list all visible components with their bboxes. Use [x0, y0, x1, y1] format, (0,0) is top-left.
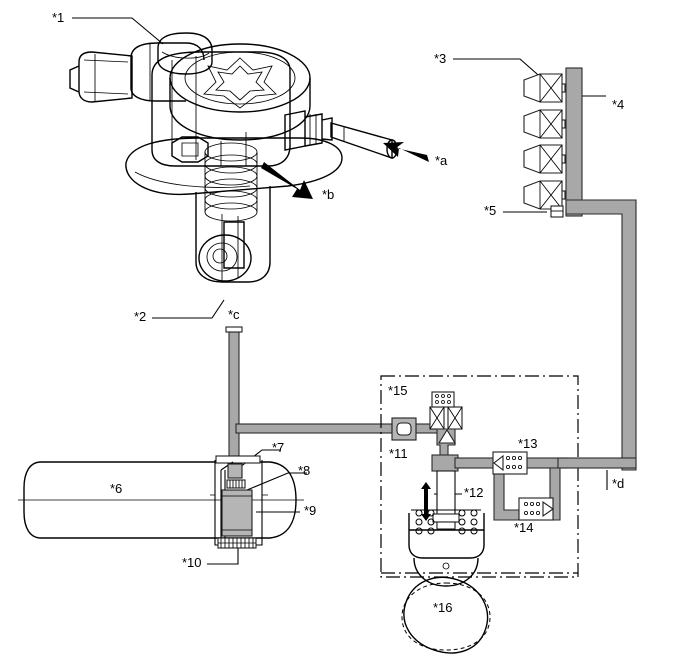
callout-14: *14	[514, 520, 534, 535]
camshaft-lobe	[401, 576, 491, 654]
fuel-feed-pipes	[225, 326, 443, 473]
plunger-motion-arrow	[421, 482, 431, 521]
callout-13: *13	[518, 436, 538, 451]
callout-11: *11	[389, 446, 408, 461]
callout-15: *15	[388, 383, 408, 398]
fuel-injectors	[523, 73, 566, 210]
callout-8: *8	[298, 463, 311, 478]
callout-3: *3	[434, 51, 447, 66]
injector-4	[523, 180, 566, 210]
callout-b: *b	[322, 187, 335, 202]
callout-c: *c	[228, 307, 240, 322]
callout-d: *d	[612, 476, 625, 491]
callout-1: *1	[52, 10, 65, 25]
injector-2	[523, 109, 566, 139]
arrow-b	[261, 162, 313, 199]
spill-control-valve	[429, 391, 463, 456]
callout-12: *12	[464, 485, 484, 500]
callout-16: *16	[433, 600, 453, 615]
injector-1	[523, 73, 566, 103]
pump-assembly-boundary	[380, 375, 579, 578]
fuel-tank	[18, 461, 304, 539]
leader-lines	[72, 17, 608, 565]
check-valves	[492, 451, 561, 521]
high-pressure-fuel-pump-illustration	[69, 32, 429, 283]
fuel-pressure-sensor	[550, 205, 564, 218]
callout-5: *5	[484, 203, 497, 218]
injector-3	[523, 144, 566, 174]
arrow-a	[383, 142, 429, 162]
callout-a: *a	[435, 153, 448, 168]
callout-4: *4	[612, 97, 625, 112]
callout-10: *10	[182, 555, 202, 570]
fuel-delivery-pipe	[565, 67, 637, 471]
callout-9: *9	[304, 503, 317, 518]
callout-2: *2	[134, 309, 147, 324]
callout-7: *7	[272, 440, 285, 455]
fuel-pump-module	[210, 455, 268, 549]
pulsation-damper	[391, 417, 417, 441]
callout-6: *6	[110, 481, 123, 496]
